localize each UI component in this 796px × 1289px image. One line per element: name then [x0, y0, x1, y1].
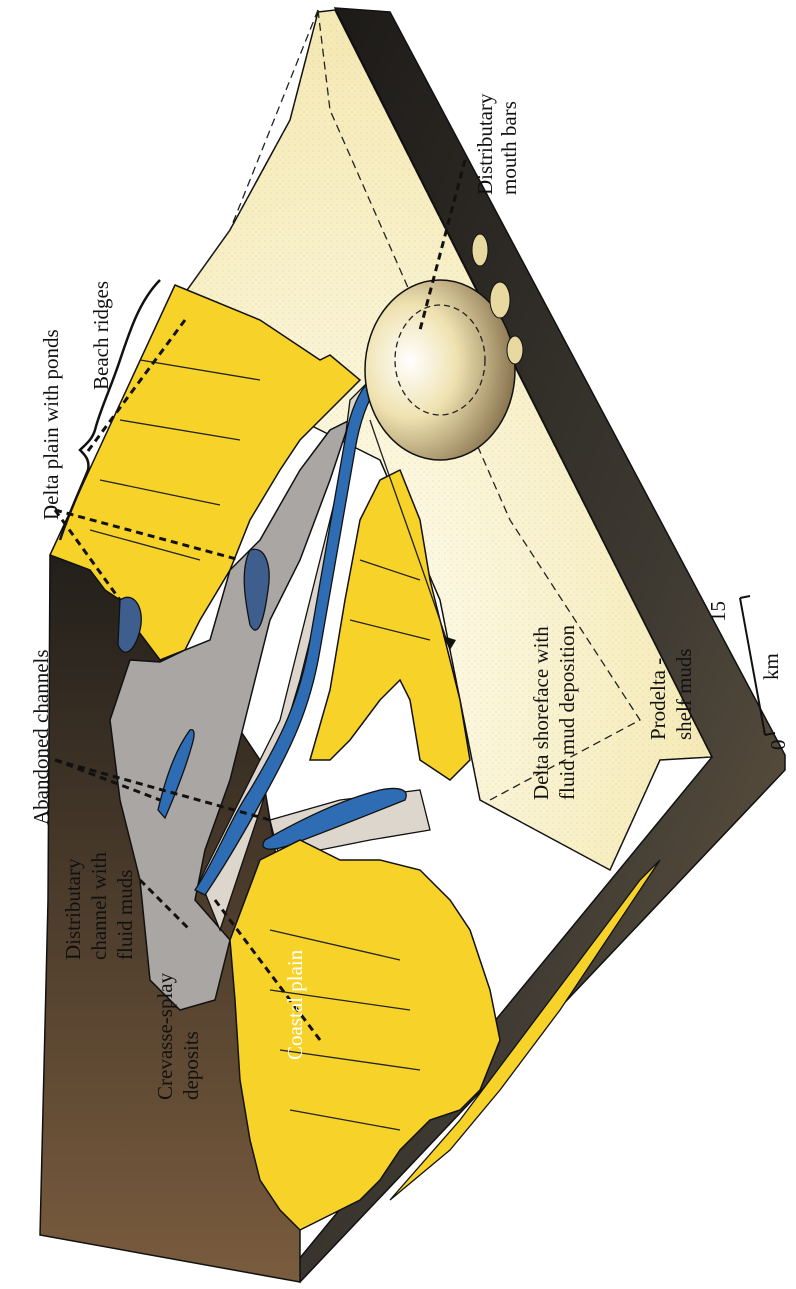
label-distributary-mouth-bars: Distributary mouth bars — [473, 93, 521, 195]
label-prodelta-line2: shelf muds — [672, 648, 696, 740]
mouth-bar-small-1 — [472, 234, 488, 266]
label-abandoned-channels-text: Abandoned channels — [29, 649, 53, 825]
coastal-plain-lower — [230, 840, 500, 1230]
scale-unit: km — [759, 653, 783, 680]
label-crevasse-line2: deposits — [179, 1031, 203, 1100]
label-mouth-bars-line2: mouth bars — [497, 101, 521, 195]
mouth-bar-small-2 — [490, 282, 510, 318]
label-beach-ridges-text: Beach ridges — [89, 281, 113, 390]
label-prodelta-line1: Prodelta - — [646, 658, 670, 740]
label-coastal-plain: Coastal plain — [283, 949, 307, 1060]
label-mouth-bars-line1: Distributary — [473, 93, 497, 195]
label-shoreface-line2: fluid mud deposition — [555, 625, 579, 800]
label-delta-plain-text: Delta plain with ponds — [39, 329, 63, 520]
label-beach-ridges: Beach ridges — [89, 281, 113, 390]
label-delta-plain-with-ponds: Delta plain with ponds — [39, 329, 63, 520]
scale-tick-0: 0 — [766, 740, 790, 751]
label-abandoned-channels: Abandoned channels — [29, 649, 53, 825]
mouth-bar-small-3 — [507, 336, 523, 364]
label-shoreface-line1: Delta shoreface with — [529, 626, 553, 800]
scale-tick-15: 15 — [706, 601, 730, 622]
label-dist-channel-line1: Distributary — [61, 858, 85, 960]
label-coastal-plain-text: Coastal plain — [283, 949, 307, 1060]
label-dist-channel-line3: fluid muds — [113, 870, 137, 960]
label-dist-channel-line2: channel with — [87, 852, 111, 960]
label-crevasse-line1: Crevasse-splay — [153, 972, 177, 1100]
